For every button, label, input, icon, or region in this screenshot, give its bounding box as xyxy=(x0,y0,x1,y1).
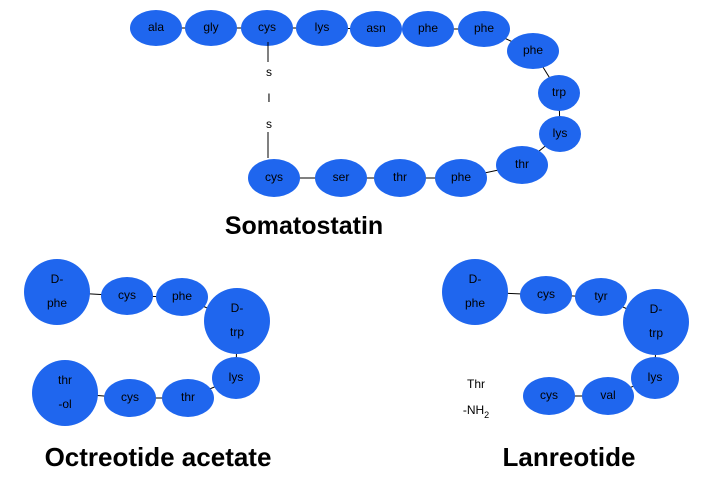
octreotide-residue-1-label-1: D- xyxy=(51,272,64,286)
lanreotide-residue-6-label: val xyxy=(600,388,615,402)
octreotide-residue-6-label: thr xyxy=(181,390,195,404)
lanreotide-residue-3-label: tyr xyxy=(594,289,607,303)
octreotide-title: Octreotide acetate xyxy=(45,442,272,472)
octreotide-residue-4-label-1: D- xyxy=(231,301,244,315)
octreotide-residue-3-label: phe xyxy=(172,289,192,303)
lanreotide-title: Lanreotide xyxy=(503,442,636,472)
octreotide-residue-3 xyxy=(156,278,208,316)
somatostatin-residue-14-label: ser xyxy=(333,170,350,184)
lanreotide-residue-6 xyxy=(582,377,634,415)
octreotide-residue-2 xyxy=(101,277,153,315)
somatostatin-residue-13-label: thr xyxy=(393,170,407,184)
lanreotide-residue-1-label-1: D- xyxy=(469,272,482,286)
somatostatin-residue-5 xyxy=(350,11,402,47)
lanreotide-residue-1 xyxy=(442,259,508,325)
somatostatin-structure: ala gly cys lys asn phe phe phe trp lys thr phe thr s… xyxy=(130,10,581,240)
lanreotide-residue-1-label-2: phe xyxy=(465,296,485,310)
octreotide-residue-8 xyxy=(32,360,98,426)
lanreotide-residue-4-label-2: trp xyxy=(649,326,663,340)
octreotide-residue-6 xyxy=(162,379,214,417)
octreotide-residue-7 xyxy=(104,379,156,417)
somatostatin-residue-3 xyxy=(241,10,293,46)
octreotide-residue-1 xyxy=(24,259,90,325)
disulfide-label-l: l xyxy=(268,91,271,105)
octreotide-residue-5-label: lys xyxy=(229,370,244,384)
octreotide-residue-8-label-1: thr xyxy=(58,373,72,387)
somatostatin-residue-1 xyxy=(130,10,182,46)
octreotide-residue-8-label-2: -ol xyxy=(58,397,71,411)
somatostatin-title: Somatostatin xyxy=(225,212,383,240)
octreotide-residue-4-label-2: trp xyxy=(230,325,244,339)
somatostatin-residue-12-label: phe xyxy=(451,170,471,184)
lanreotide-residue-4-label-1: D- xyxy=(650,302,663,316)
lanreotide-residue-5-label: lys xyxy=(648,370,663,384)
lanreotide-residue-7 xyxy=(523,377,575,415)
octreotide-residue-7-label: cys xyxy=(121,390,139,404)
lanreotide-residue-2 xyxy=(520,276,572,314)
lanreotide-terminal-nh: -NH xyxy=(463,403,484,417)
somatostatin-residue-12 xyxy=(435,159,487,197)
somatostatin-residue-15 xyxy=(248,159,300,197)
somatostatin-residue-4-label: lys xyxy=(315,20,330,34)
lanreotide-residue-3 xyxy=(575,278,627,316)
somatostatin-residue-9-label: trp xyxy=(552,85,566,99)
somatostatin-residue-7-label: phe xyxy=(474,21,494,35)
somatostatin-residue-2-label: gly xyxy=(203,20,218,34)
octreotide-residue-4 xyxy=(204,288,270,354)
somatostatin-residue-6 xyxy=(402,11,454,47)
somatostatin-residue-11-label: thr xyxy=(515,157,529,171)
somatostatin-residue-8 xyxy=(507,33,559,69)
lanreotide-terminal-nh2: -NH2 xyxy=(463,403,489,420)
somatostatin-residue-8-label: phe xyxy=(523,43,543,57)
somatostatin-residue-4 xyxy=(296,10,348,46)
somatostatin-residue-10 xyxy=(539,116,581,152)
lanreotide-residue-5 xyxy=(631,357,679,399)
lanreotide-terminal-subscript: 2 xyxy=(484,410,489,420)
somatostatin-residue-1-label: ala xyxy=(148,20,164,34)
lanreotide-terminal-thr: Thr xyxy=(467,377,485,391)
octreotide-residue-5 xyxy=(212,357,260,399)
somatostatin-residue-13 xyxy=(374,159,426,197)
lanreotide-residue-4 xyxy=(623,289,689,355)
somatostatin-residue-6-label: phe xyxy=(418,21,438,35)
somatostatin-residue-15-label: cys xyxy=(265,170,283,184)
somatostatin-residue-14 xyxy=(315,159,367,197)
somatostatin-residue-2 xyxy=(185,10,237,46)
somatostatin-residue-9 xyxy=(538,75,580,111)
octreotide-residue-2-label: cys xyxy=(118,288,136,302)
somatostatin-residue-10-label: lys xyxy=(553,126,568,140)
somatostatin-residue-7 xyxy=(458,11,510,47)
somatostatin-residue-11 xyxy=(496,146,548,184)
lanreotide-residue-2-label: cys xyxy=(537,287,555,301)
somatostatin-residue-3-label: cys xyxy=(258,20,276,34)
somatostatin-residue-5-label: asn xyxy=(366,21,385,35)
lanreotide-residue-7-label: cys xyxy=(540,388,558,402)
disulfide-label-s2: s xyxy=(266,117,272,131)
disulfide-label-s1: s xyxy=(266,65,272,79)
octreotide-residue-1-label-2: phe xyxy=(47,296,67,310)
